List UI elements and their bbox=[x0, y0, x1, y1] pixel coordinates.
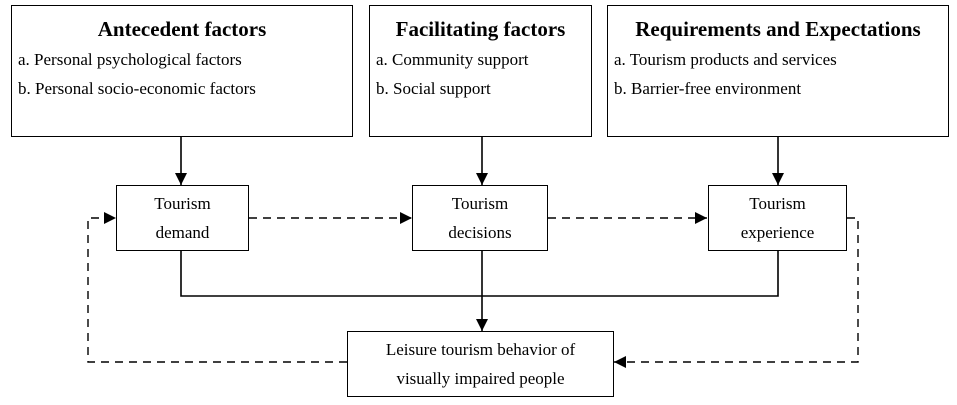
factor-item: a. Community support bbox=[376, 50, 529, 69]
factor-title: Requirements and Expectations bbox=[635, 17, 921, 41]
factor-item: b. Personal socio-economic factors bbox=[18, 79, 256, 98]
antecedent-factors-box: Antecedent factors a. Personal psycholog… bbox=[11, 5, 353, 137]
tourism-demand-box: Tourism demand bbox=[116, 185, 249, 251]
stage-line: demand bbox=[155, 223, 210, 242]
stage-line: decisions bbox=[448, 223, 512, 242]
stage-line: Tourism bbox=[154, 194, 211, 213]
factor-title: Antecedent factors bbox=[97, 17, 267, 41]
stage-line: Tourism bbox=[451, 194, 509, 213]
stage-line: experience bbox=[740, 223, 815, 242]
requirements-expectations-box: Requirements and Expectations a. Tourism… bbox=[607, 5, 949, 137]
tourism-experience-box: Tourism experience bbox=[708, 185, 847, 251]
factor-title: Facilitating factors bbox=[395, 17, 566, 41]
collector-line bbox=[180, 251, 779, 297]
tourism-decisions-box: Tourism decisions bbox=[412, 185, 548, 251]
leisure-tourism-behavior-box: Leisure tourism behavior of visually imp… bbox=[347, 331, 614, 397]
outcome-line: Leisure tourism behavior of bbox=[385, 340, 576, 359]
outcome-line: visually impaired people bbox=[396, 369, 565, 388]
dashed-feedback-experience-to-outcome bbox=[614, 217, 859, 368]
factor-item: a. Tourism products and services bbox=[614, 50, 837, 69]
facilitating-factors-box: Facilitating factors a. Community suppor… bbox=[369, 5, 592, 137]
factor-item: b. Social support bbox=[376, 79, 491, 98]
dashed-feedback-outcome-to-demand bbox=[87, 212, 347, 363]
factor-item: a. Personal psychological factors bbox=[18, 50, 242, 69]
factor-item: b. Barrier-free environment bbox=[614, 79, 802, 98]
stage-line: Tourism bbox=[749, 194, 806, 213]
